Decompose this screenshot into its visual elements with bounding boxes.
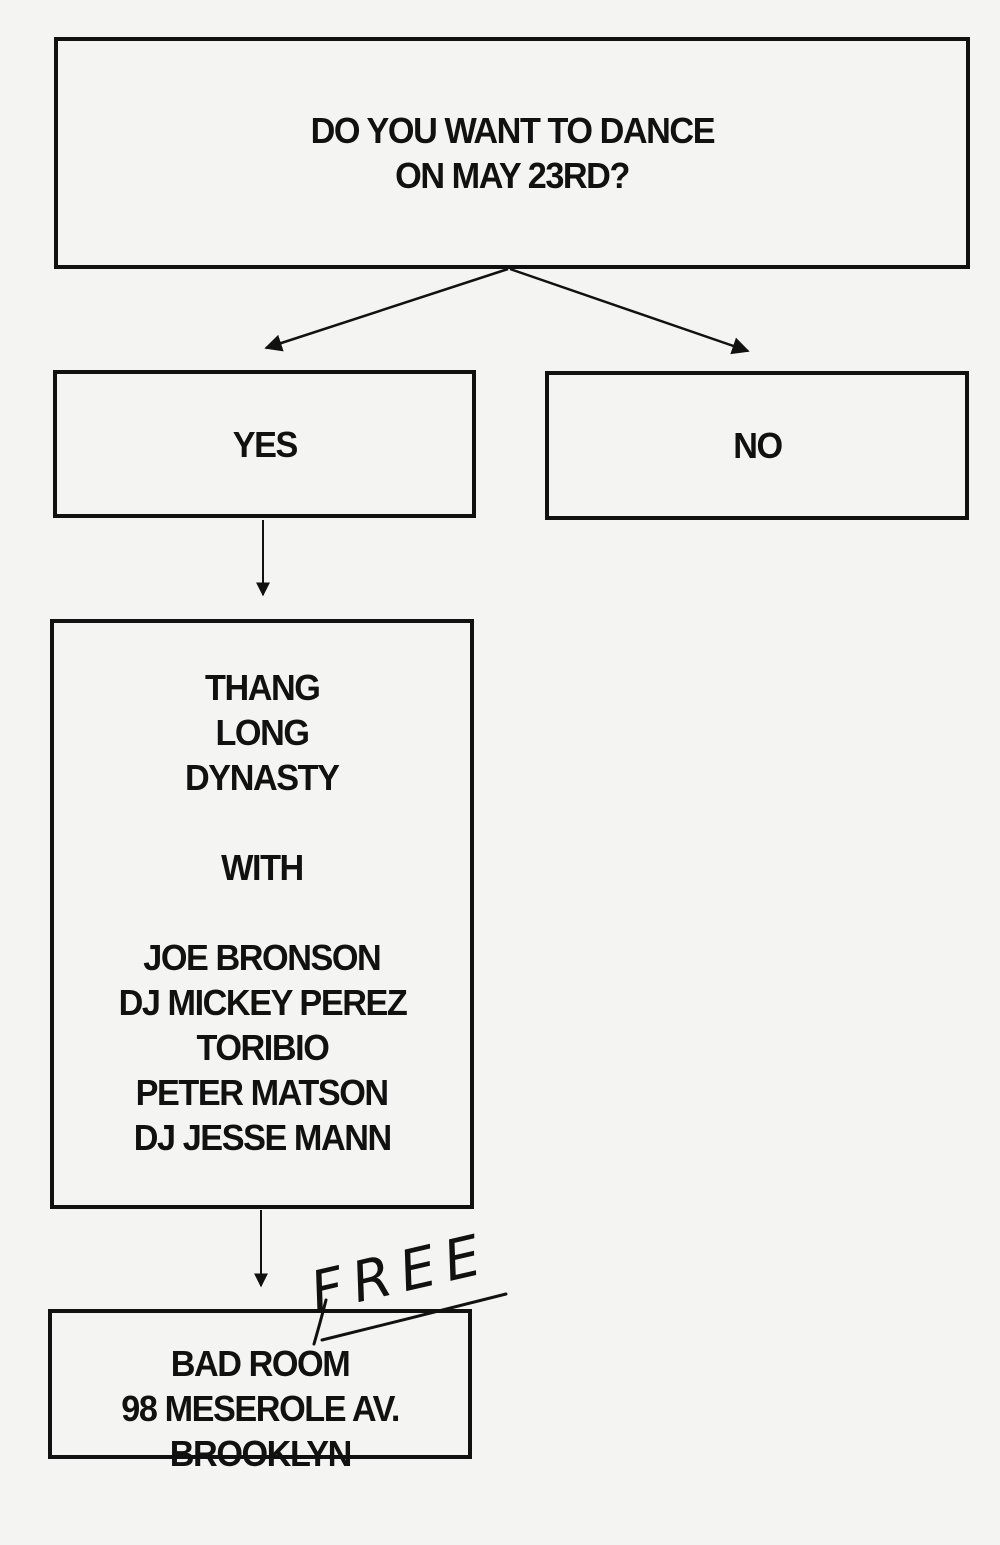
performer-3: TORIBIO xyxy=(196,1027,329,1068)
venue-address: 98 MESEROLE AV. xyxy=(121,1388,400,1429)
venue-name: BAD ROOM xyxy=(170,1343,351,1384)
venue-box: BAD ROOM 98 MESEROLE AV. BROOKLYN xyxy=(48,1309,472,1474)
headliner-line-2: LONG xyxy=(215,712,310,753)
arrow-to-yes xyxy=(264,267,509,352)
lineup-box: THANG LONG DYNASTY WITH JOE BRONSON DJ M… xyxy=(50,619,474,1209)
performer-4: PETER MATSON xyxy=(135,1072,390,1113)
no-label: NO xyxy=(732,425,783,466)
performer-2: DJ MICKEY PEREZ xyxy=(118,982,407,1023)
question-line-2: ON MAY 23RD? xyxy=(395,155,630,196)
with-label: WITH xyxy=(221,847,304,888)
headliner-line-3: DYNASTY xyxy=(185,757,340,798)
no-box[interactable]: NO xyxy=(545,371,969,520)
yes-label: YES xyxy=(232,423,298,465)
arrow-to-no xyxy=(509,267,750,355)
question-line-1: DO YOU WANT TO DANCE xyxy=(310,110,715,151)
yes-box[interactable]: YES xyxy=(53,370,476,518)
performer-1: JOE BRONSON xyxy=(143,937,381,978)
performer-5: DJ JESSE MANN xyxy=(133,1117,391,1158)
headliner-line-1: THANG xyxy=(204,667,321,708)
venue-city: BROOKLYN xyxy=(169,1433,352,1474)
question-box: DO YOU WANT TO DANCE ON MAY 23RD? xyxy=(54,37,970,269)
